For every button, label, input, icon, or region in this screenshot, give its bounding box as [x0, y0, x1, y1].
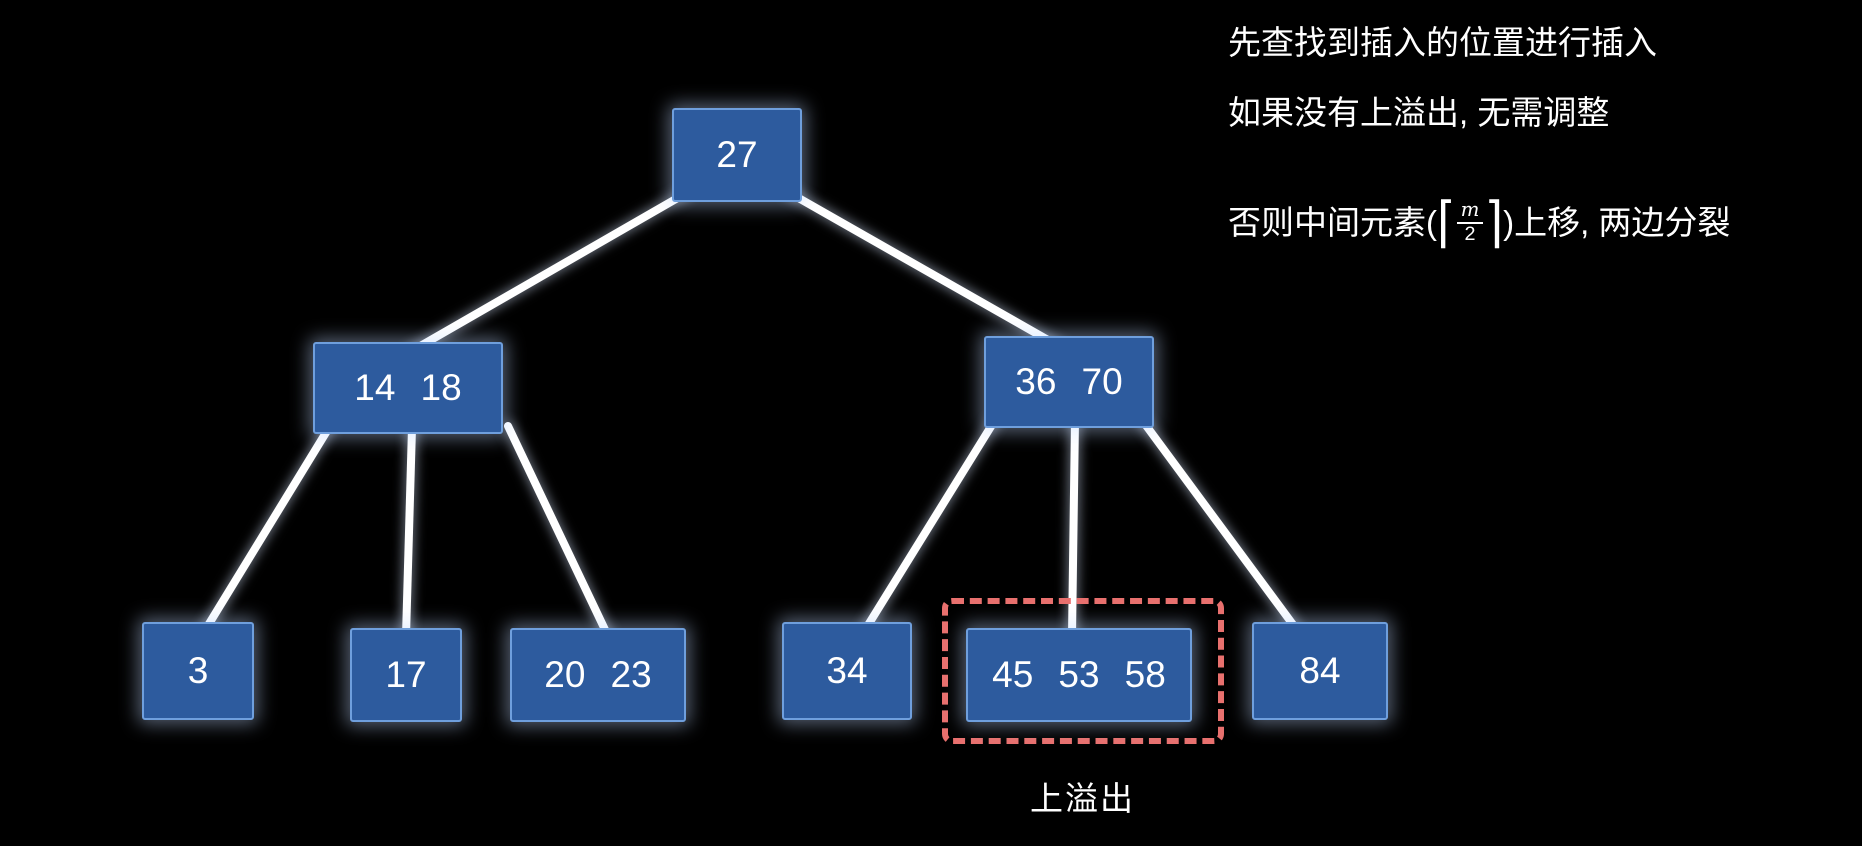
edge-root-to-internal-right [784, 188, 1066, 352]
annotation-line-1: 先查找到插入的位置进行插入 [1228, 24, 1657, 61]
edge-root-to-internal-left [406, 188, 692, 356]
edge-internal-left-to-leaf-17 [402, 424, 416, 640]
tree-node-leaf-17: 17 [350, 628, 462, 722]
edge-internal-right-to-leaf-84 [1138, 416, 1301, 634]
tree-node-leaf-45-53-58: 45 53 58 [966, 628, 1192, 722]
annotation-line-3-prefix: 否则中间元素( [1228, 204, 1437, 241]
overflow-caption: 上溢出 [1030, 780, 1135, 817]
overflow-highlight-box [942, 598, 1224, 744]
tree-node-internal-right: 36 70 [984, 336, 1154, 428]
tree-node-leaf-34: 34 [782, 622, 912, 720]
annotation-line-3-suffix: )上移, 两边分裂 [1503, 204, 1731, 241]
ceiling-left-bracket: ⌈ [1437, 191, 1456, 255]
fraction-denominator: 2 [1464, 222, 1476, 245]
ceiling-right-bracket: ⌉ [1484, 191, 1504, 255]
tree-node-root: 27 [672, 108, 802, 202]
tree-node-leaf-3: 3 [142, 622, 254, 720]
edge-internal-right-to-leaf-34 [861, 416, 999, 634]
tree-node-internal-left: 14 18 [313, 342, 503, 434]
tree-node-leaf-84: 84 [1252, 622, 1388, 720]
edge-internal-left-to-leaf-3 [200, 422, 334, 636]
edge-internal-left-to-leaf-2023 [504, 422, 612, 640]
annotation-line-2: 如果没有上溢出, 无需调整 [1228, 94, 1610, 131]
fraction-numerator: m [1456, 199, 1484, 224]
tree-node-leaf-20-23: 20 23 [510, 628, 686, 722]
